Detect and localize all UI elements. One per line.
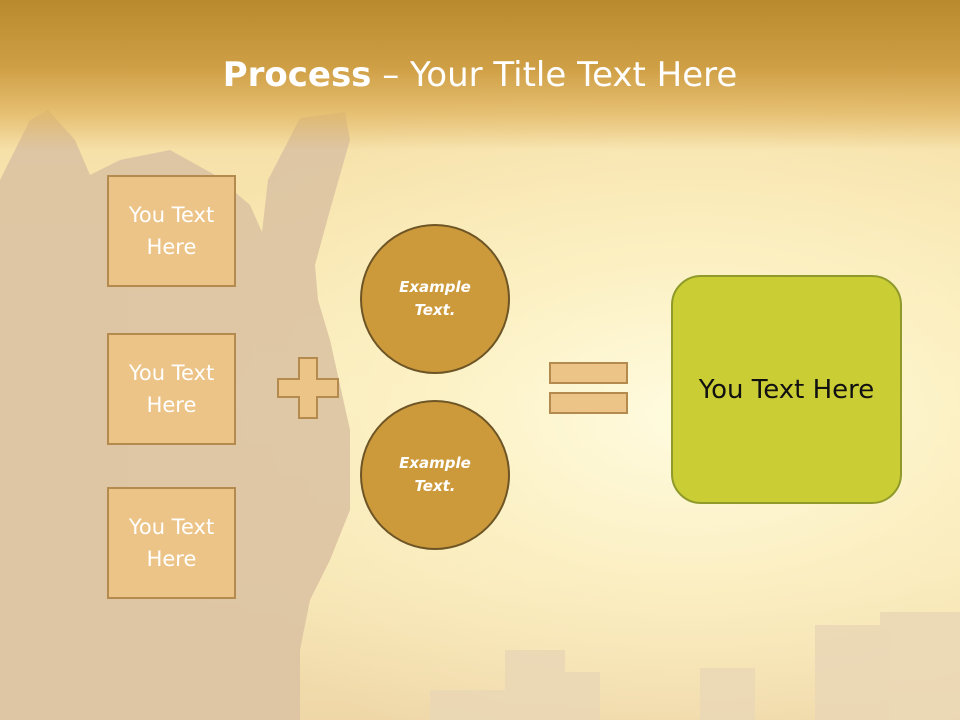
title-bold: Process (222, 55, 372, 95)
equals-icon (549, 362, 628, 414)
input-box-3-label: You Text Here (128, 515, 215, 571)
slide-title: Process – Your Title Text Here (0, 52, 960, 98)
input-box-1-label: You Text Here (128, 203, 215, 259)
result-box: You Text Here (671, 275, 902, 504)
title-bar (0, 0, 960, 150)
input-box-3: You Text Here (107, 487, 236, 599)
input-box-2-label: You Text Here (128, 361, 215, 417)
example-circle-1: Example Text. (360, 224, 510, 374)
plus-icon (277, 357, 339, 419)
city-skyline (430, 612, 960, 720)
example-circle-2: Example Text. (360, 400, 510, 550)
example-circle-1-label: Example Text. (399, 278, 471, 319)
input-box-2: You Text Here (107, 333, 236, 445)
result-box-label: You Text Here (698, 374, 875, 405)
example-circle-2-label: Example Text. (399, 454, 471, 495)
title-rest: – Your Title Text Here (371, 55, 738, 95)
input-box-1: You Text Here (107, 175, 236, 287)
